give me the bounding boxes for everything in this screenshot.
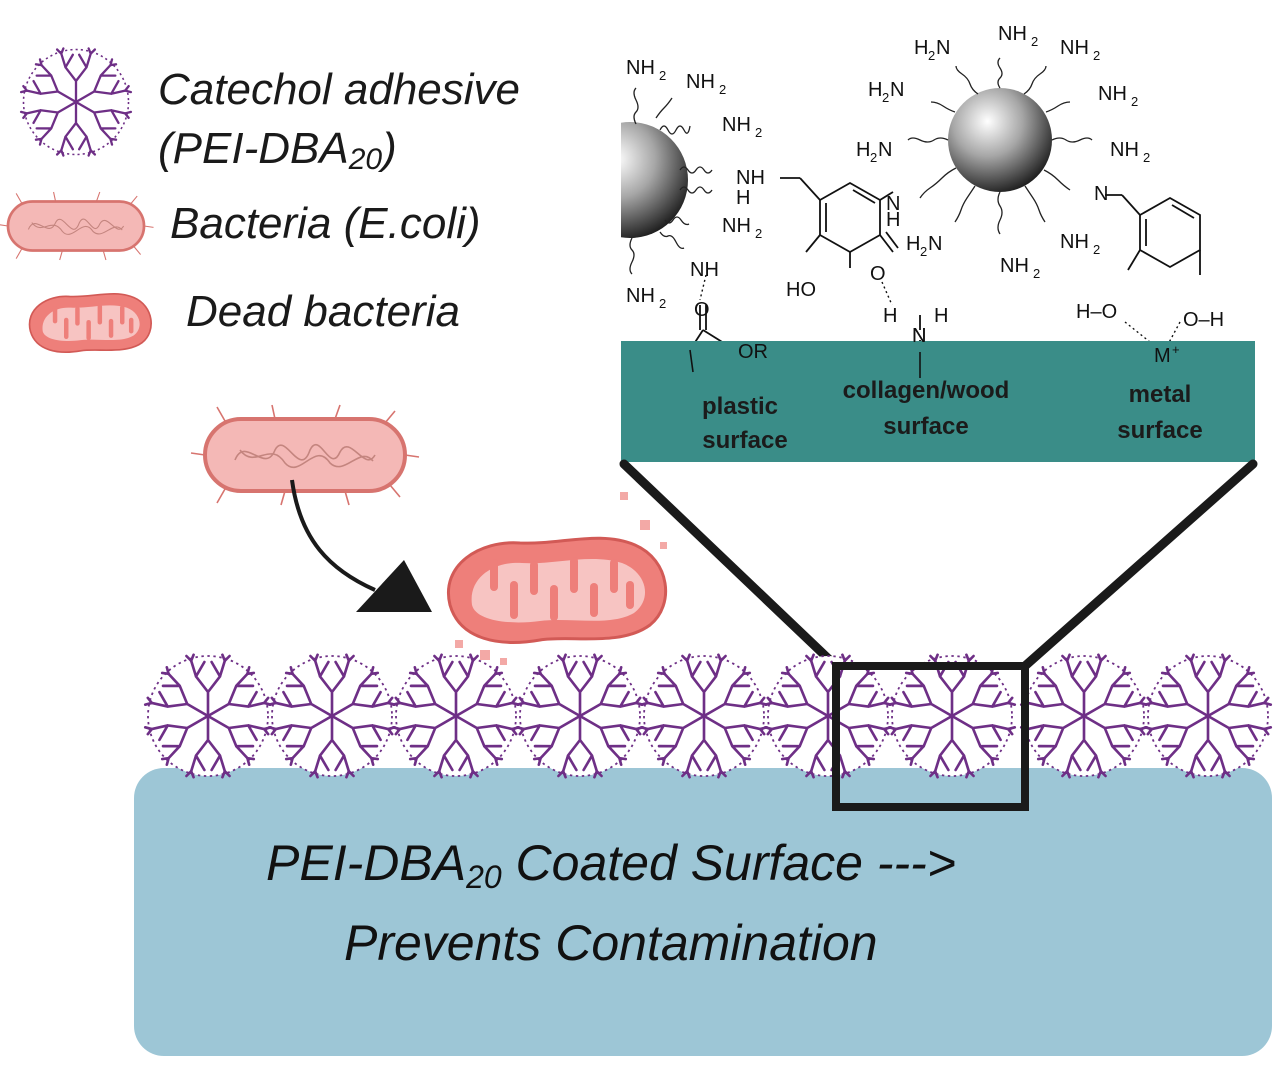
dendrimer-row [144,655,1272,777]
svg-text:N: N [1094,183,1108,205]
legend-dendrimer-icon [20,48,132,155]
substrate-bar [621,341,1255,462]
svg-text:O–H: O–H [1183,309,1224,331]
svg-text:2: 2 [659,68,666,83]
legend-adhesive-formula: (PEI-DBA20) [158,124,397,176]
svg-text:NH: NH [1060,37,1089,59]
collagen-surface-label: collagen/wood [843,377,1010,404]
svg-text:HO: HO [786,279,816,301]
svg-text:NH: NH [722,114,751,136]
svg-text:NH: NH [686,71,715,93]
svg-text:H: H [914,37,928,59]
svg-text:2: 2 [659,296,666,311]
svg-text:2: 2 [755,226,762,241]
svg-text:H: H [883,305,897,327]
svg-text:O: O [694,299,710,321]
svg-text:O: O [870,263,886,285]
surface-caption-line-1: PEI-DBA20 Coated Surface ---> [266,835,956,895]
svg-text:N: N [912,325,926,347]
svg-text:2: 2 [870,150,877,165]
svg-text:N: N [928,233,942,255]
svg-text:H–O: H–O [1076,301,1117,323]
svg-text:NH: NH [626,285,655,307]
svg-text:2: 2 [1033,266,1040,281]
dead-bacterium [446,536,668,644]
left-nanoparticle [621,122,688,238]
collagen-surface-label-2: surface [883,413,968,440]
surface-caption-line-2: Prevents Contamination [344,915,878,971]
plastic-surface-label-2: surface [702,427,787,454]
bacteria-fragments [455,492,667,665]
right-nanoparticle [948,88,1052,192]
svg-text:2: 2 [1131,94,1138,109]
svg-text:H: H [906,233,920,255]
svg-text:H: H [886,209,900,231]
legend-bacteria-label: Bacteria (E.coli) [170,199,481,248]
svg-text:H: H [856,139,870,161]
approach-arrow [290,479,432,612]
live-bacterium [189,403,421,507]
legend-bacteria-icon [0,190,155,262]
svg-text:NH: NH [998,23,1027,45]
svg-text:M: M [1154,345,1171,367]
svg-text:NH: NH [690,259,719,281]
svg-text:NH: NH [1060,231,1089,253]
svg-text:2: 2 [719,82,726,97]
svg-text:2: 2 [1093,242,1100,257]
svg-text:2: 2 [928,48,935,63]
svg-text:NH: NH [736,167,765,189]
svg-text:2: 2 [882,90,889,105]
svg-text:H: H [868,79,882,101]
svg-text:NH: NH [1000,255,1029,277]
svg-text:NH: NH [722,215,751,237]
svg-text:+: + [1172,342,1180,357]
svg-text:2: 2 [1031,34,1038,49]
legend: Catechol adhesive (PEI-DBA20) Bacteria (… [0,48,520,354]
svg-text:N: N [878,139,892,161]
svg-text:H: H [736,187,750,209]
svg-text:H: H [934,305,948,327]
svg-text:2: 2 [920,244,927,259]
metal-surface-label-2: surface [1117,417,1202,444]
svg-text:N: N [890,79,904,101]
svg-text:2: 2 [1093,48,1100,63]
zoom-box [832,662,1029,811]
svg-text:2: 2 [755,125,762,140]
legend-dead-bacteria-label: Dead bacteria [186,287,460,336]
zoom-lines [619,459,1258,671]
coated-surface [134,768,1272,1056]
svg-text:N: N [936,37,950,59]
plastic-surface-label: plastic [702,393,778,420]
metal-surface-label: metal [1129,381,1192,408]
legend-dead-bacteria-icon [28,292,152,354]
svg-text:NH: NH [626,57,655,79]
svg-text:N: N [886,193,900,215]
svg-text:2: 2 [1143,150,1150,165]
svg-text:OR: OR [738,341,768,363]
svg-text:NH: NH [1110,139,1139,161]
svg-text:NH: NH [1098,83,1127,105]
legend-adhesive-label: Catechol adhesive [158,65,520,114]
bonds [629,57,1093,275]
